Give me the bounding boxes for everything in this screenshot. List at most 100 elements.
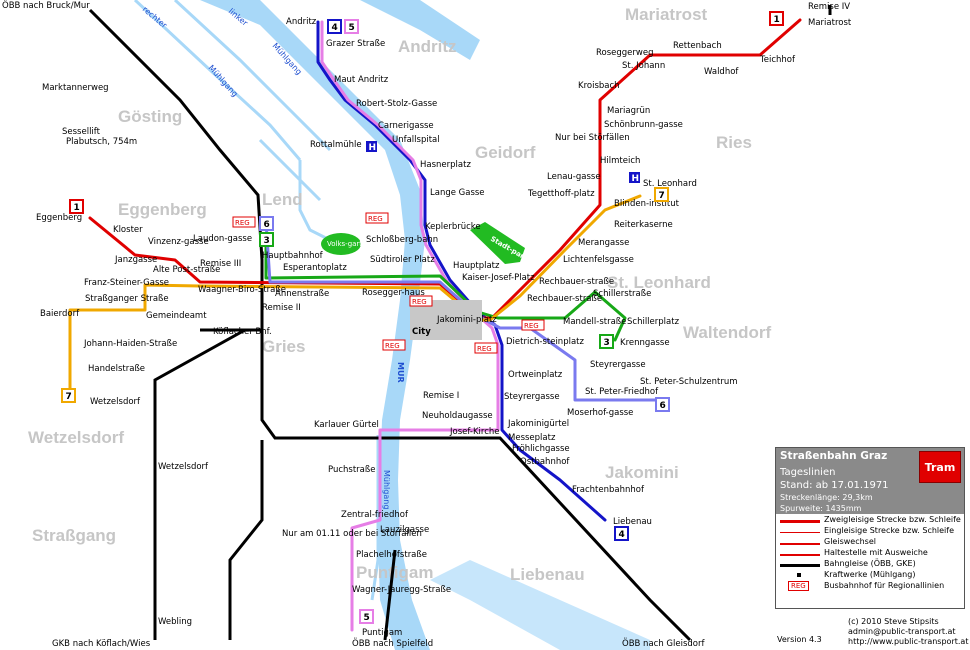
district-label: Liebenau: [510, 565, 585, 584]
stop-label: Gemeindeamt: [146, 311, 207, 321]
svg-text:REG: REG: [412, 298, 427, 306]
reg-badge: REG: [521, 319, 545, 331]
legend-row: Bahngleise (ÖBB, GKE): [776, 558, 964, 569]
stop-label: Rosegger-haus: [362, 288, 425, 298]
stop-label: Sessellift: [62, 127, 101, 137]
stop-label: Annenstraße: [275, 289, 329, 299]
legend-row: Gleiswechsel: [776, 536, 964, 547]
district-label: St. Leonhard: [607, 273, 711, 292]
svg-text:REG: REG: [477, 345, 492, 353]
stop-label: Remise II: [262, 303, 301, 313]
stop-label: Ostbahnhof: [520, 457, 570, 467]
district-label: Lend: [262, 190, 303, 209]
reg-badge: REG: [232, 216, 256, 228]
stop-label: Teichhof: [759, 55, 796, 65]
line-badge: 1: [769, 11, 784, 26]
district-label: Wetzelsdorf: [28, 428, 124, 447]
stop-label: Jakominigürtel: [507, 419, 569, 429]
stop-label: Marktannerweg: [42, 83, 109, 93]
tram-lines: [68, 18, 802, 632]
stop-label: Puntigam: [362, 628, 402, 638]
stop-label: Hauptplatz: [453, 261, 500, 271]
stop-label: Handelstraße: [88, 364, 145, 374]
hospital-icon: [366, 141, 377, 152]
district-label: Gries: [262, 337, 305, 356]
stop-label: Tegetthoff-platz: [527, 189, 595, 199]
legend-row: Kraftwerke (Mühlgang): [776, 569, 964, 580]
stop-label: Franz-Steiner-Gasse: [84, 278, 169, 288]
stop-label: Unfallspital: [392, 135, 440, 145]
svg-text:1: 1: [774, 15, 780, 25]
svg-text:REG: REG: [385, 342, 400, 350]
stop-label: Schloßberg-bahn: [366, 235, 438, 245]
stop-label: Rechbauer-straße: [539, 277, 614, 287]
district-label: Geidorf: [475, 143, 536, 162]
stop-label: Josef-Kirche: [449, 427, 500, 437]
water-label: Mühlgang: [207, 63, 240, 98]
stop-label: Johann-Haiden-Straße: [83, 339, 177, 349]
stop-label: Janzgasse: [114, 255, 157, 265]
stop-label: Alte Post-straße: [153, 265, 220, 275]
stop-label: Plachelhofstraße: [356, 550, 427, 560]
svg-text:6: 6: [660, 401, 666, 411]
reg-badge: REG: [474, 342, 498, 354]
stop-label: Moserhof-gasse: [567, 408, 633, 418]
district-labels: Mariatrost Andritz Gösting Geidorf Ries …: [28, 5, 771, 584]
copyright-text: (c) 2010 Steve Stipsits: [848, 617, 939, 626]
stop-label: Mariagrün: [607, 106, 650, 116]
stop-label: Puchstraße: [328, 465, 375, 475]
stop-label: Rottalmühle: [310, 140, 362, 150]
railway-lines: [88, 5, 832, 642]
line-badge: 4: [614, 526, 629, 541]
line-badge: 5: [344, 19, 359, 34]
legend-gauge: Spurweite: 1435mm: [776, 503, 964, 514]
rail-labels: ÖBB nach Bruck/Mur GKB nach Köflach/Wies…: [2, 0, 705, 649]
stop-label: Lenau-gasse: [547, 172, 601, 182]
stop-label: Esperantoplatz: [283, 263, 347, 273]
svg-text:3: 3: [264, 236, 270, 246]
stop-label: Grazer Straße: [326, 39, 385, 49]
legend-stand: Stand: ab 17.01.1971: [776, 479, 964, 492]
stop-label: Lauzilgasse: [380, 525, 429, 535]
svg-text:4: 4: [619, 530, 625, 540]
stop-label: Waldhof: [704, 67, 739, 77]
district-label: Ries: [716, 133, 752, 152]
stop-label: Wetzelsdorf: [158, 462, 209, 472]
stop-label: Dietrich-steinplatz: [506, 337, 584, 347]
water-label: Mühlgang: [382, 470, 391, 509]
line-badge: 3: [599, 334, 614, 349]
stop-label: Messeplatz: [508, 433, 556, 443]
stop-label: Baierdorf: [40, 309, 80, 319]
stop-label: Andritz: [286, 17, 317, 27]
stop-label: Rechbauer-straße: [527, 294, 602, 304]
line-badge: 7: [61, 388, 76, 403]
river-mur: [133, 0, 650, 650]
svg-text:6: 6: [264, 220, 270, 230]
reg-badge: REG: [382, 339, 406, 351]
stop-label: Blinden-institut: [614, 199, 680, 209]
line-badge: 3: [259, 232, 274, 247]
stop-label: Schillerstraße: [593, 289, 651, 299]
stop-label: Frachtenbahnhof: [572, 485, 645, 495]
stop-label: Kaiser-Josef-Platz: [462, 273, 535, 283]
stop-label: St. Peter-Schulzentrum: [640, 377, 738, 387]
stop-label: Keplerbrücke: [425, 222, 481, 232]
svg-text:REG: REG: [368, 215, 383, 223]
reg-badge: REG: [409, 295, 433, 307]
svg-text:1: 1: [74, 203, 80, 213]
stop-label: Mandell-straße: [563, 317, 626, 327]
stop-label: Ortweinplatz: [508, 370, 563, 380]
stop-label: Lange Gasse: [430, 188, 485, 198]
stop-label: Merangasse: [578, 238, 629, 248]
stop-label: Remise I: [423, 391, 459, 401]
svg-text:5: 5: [364, 613, 370, 623]
stop-label: Reiterkaserne: [614, 220, 673, 230]
rail-label: Köflacher Bhf.: [213, 327, 272, 337]
legend-row: Zweigleisige Strecke bzw. Schleife: [776, 514, 964, 525]
stop-label: Eggenberg: [36, 213, 82, 223]
stop-label: Kloster: [113, 225, 143, 235]
rail-label: GKB nach Köflach/Wies: [52, 639, 151, 649]
legend-mode: Tageslinien: [776, 466, 964, 479]
